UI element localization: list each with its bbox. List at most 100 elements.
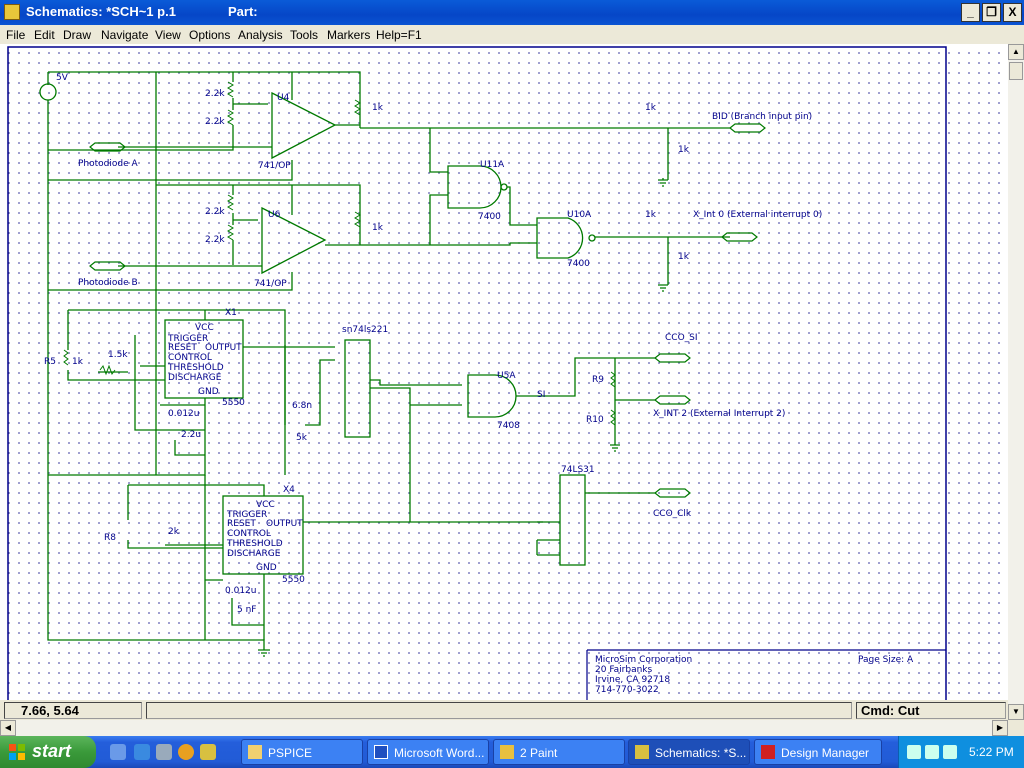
status-bar: 7.66, 5.64 Cmd: Cut: [0, 700, 1008, 720]
close-button[interactable]: X: [1003, 3, 1022, 22]
c3-value: 0.012u: [225, 586, 256, 596]
cco-si-label: CCO_SI: [665, 333, 698, 343]
menu-navigate[interactable]: Navigate: [101, 28, 149, 42]
r-bid-value: 1k: [645, 103, 657, 113]
scroll-right-arrow-icon[interactable]: ▶: [992, 720, 1008, 736]
status-message-area: [146, 702, 852, 719]
scroll-left-arrow-icon[interactable]: ◀: [0, 720, 16, 736]
task-schematics-label: Schematics: *S...: [655, 746, 747, 760]
photodiode-b-connector: [89, 261, 126, 271]
x1-vcc-pin: VCC: [195, 323, 214, 333]
vertical-scroll-thumb[interactable]: [1009, 62, 1023, 80]
power-rail: [47, 71, 361, 650]
r-5k-value: 5k: [296, 433, 308, 443]
task-schematics[interactable]: Schematics: *S...: [628, 739, 750, 765]
taskbar-clock[interactable]: 5:22 PM: [969, 745, 1014, 759]
schematics-quicklaunch-icon[interactable]: [200, 744, 216, 760]
x4-timer-box: [222, 495, 304, 575]
menu-bar: File Edit Draw Navigate View Options Ana…: [0, 25, 1024, 44]
restore-button[interactable]: ❐: [982, 3, 1001, 22]
windows-logo-icon: [9, 744, 25, 760]
u10a-part-label: 7400: [567, 259, 590, 269]
x1-label: X1: [225, 308, 237, 318]
r9-label: R9: [592, 375, 604, 385]
menu-draw[interactable]: Draw: [63, 28, 92, 42]
menu-help[interactable]: Help=F1: [376, 28, 422, 42]
internet-explorer-quicklaunch-icon[interactable]: [134, 744, 150, 760]
x1-control-pin: CONTROL: [168, 353, 212, 363]
vertical-scrollbar[interactable]: ▲ ▼: [1008, 44, 1024, 720]
title-block-address2: Irvine, CA 92718: [595, 675, 670, 685]
u6-part-label: 741/OP: [254, 279, 287, 289]
x4-discharge-pin: DISCHARGE: [227, 549, 281, 559]
title-block-page-size: Page Size: A: [858, 655, 914, 665]
photodiode-a-connector: [89, 142, 126, 152]
74ls31-label: 74LS31: [561, 465, 595, 475]
schematic-drawing[interactable]: 5V U4 741/OP U6 741/OP 2.2k 2.2k 2.2k 2.…: [0, 44, 1008, 700]
user-tray-icon[interactable]: [925, 745, 939, 759]
x-int2-connector: [654, 395, 691, 405]
menu-tools[interactable]: Tools: [290, 28, 319, 42]
task-pspice-label: PSPICE: [268, 746, 313, 760]
schematics-icon: [635, 745, 649, 759]
vcc-branch: [155, 72, 361, 475]
command-value: Cut: [897, 703, 920, 718]
menu-view[interactable]: View: [155, 28, 181, 42]
x4-label: X4: [283, 485, 295, 495]
task-paint[interactable]: 2 Paint: [493, 739, 625, 765]
r-pull-b-value: 1k: [372, 223, 384, 233]
horizontal-scrollbar[interactable]: ◀ ▶: [0, 720, 1008, 736]
menu-edit[interactable]: Edit: [34, 28, 55, 42]
c2-value: 2.2u: [181, 430, 201, 440]
start-label: start: [32, 741, 72, 761]
network-tray-icon[interactable]: [907, 745, 921, 759]
command-indicator: Cmd: Cut: [856, 702, 1006, 719]
menu-options[interactable]: Options: [189, 28, 231, 42]
task-word[interactable]: Microsoft Word...: [367, 739, 489, 765]
r8-label: R8: [104, 533, 116, 543]
minimize-button[interactable]: _: [961, 3, 980, 22]
u10a-gate: [536, 217, 584, 259]
menu-markers[interactable]: Markers: [327, 28, 371, 42]
scroll-down-arrow-icon[interactable]: ▼: [1008, 704, 1024, 720]
volume-tray-icon[interactable]: [943, 745, 957, 759]
x4-threshold-pin: THRESHOLD: [226, 539, 283, 549]
task-design-manager[interactable]: Design Manager: [754, 739, 882, 765]
x1-reset-pin: RESET: [168, 343, 197, 353]
r5-value: 1k: [72, 357, 84, 367]
system-tray: 5:22 PM: [898, 736, 1024, 768]
schematic-canvas[interactable]: 5V U4 741/OP U6 741/OP 2.2k 2.2k 2.2k 2.…: [0, 44, 1008, 700]
x1-threshold-pin: THRESHOLD: [167, 363, 224, 373]
start-button[interactable]: start: [0, 736, 96, 768]
x-int0-label: X_Int 0 (External interrupt 0): [693, 210, 822, 220]
sn74ls221-box: [344, 339, 371, 438]
c-5nf-value: 5 nF: [237, 605, 256, 615]
title-block-phone: 714-770-3022: [595, 685, 659, 695]
menu-file[interactable]: File: [6, 28, 26, 42]
photodiode-b-label: Photodiode B: [78, 278, 138, 288]
r-pull-a-value: 1k: [372, 103, 384, 113]
r-1k5-value: 1.5k: [108, 350, 128, 360]
sheet-border: [7, 46, 947, 700]
x1-output-pin: OUTPUT: [205, 343, 242, 353]
mono-part-label: sn74ls221: [342, 325, 388, 335]
r2-value: 2.2k: [205, 117, 225, 127]
command-label: Cmd:: [861, 703, 895, 718]
c-68n-value: 6.8n: [292, 401, 312, 411]
u11a-part-label: 7400: [478, 212, 501, 222]
x4-reset-pin: RESET: [227, 519, 256, 529]
media-player-quicklaunch-icon[interactable]: [178, 744, 194, 760]
show-desktop-quicklaunch-icon[interactable]: [156, 744, 172, 760]
task-paint-label: 2 Paint: [520, 746, 558, 760]
scroll-up-arrow-icon[interactable]: ▲: [1008, 44, 1024, 60]
folder-icon: [248, 745, 262, 759]
outlook-quicklaunch-icon[interactable]: [110, 744, 126, 760]
task-pspice[interactable]: PSPICE: [241, 739, 363, 765]
si-net-label: SI: [537, 390, 545, 400]
u11a-label: U11A: [480, 160, 505, 170]
schematics-app-icon[interactable]: [4, 4, 20, 20]
menu-analysis[interactable]: Analysis: [238, 28, 283, 42]
photodiode-a-label: Photodiode A: [78, 159, 139, 169]
taskbar: start PSPICE Microsoft Word... 2 Paint S…: [0, 736, 1024, 768]
x1-timer-box: [164, 319, 244, 399]
